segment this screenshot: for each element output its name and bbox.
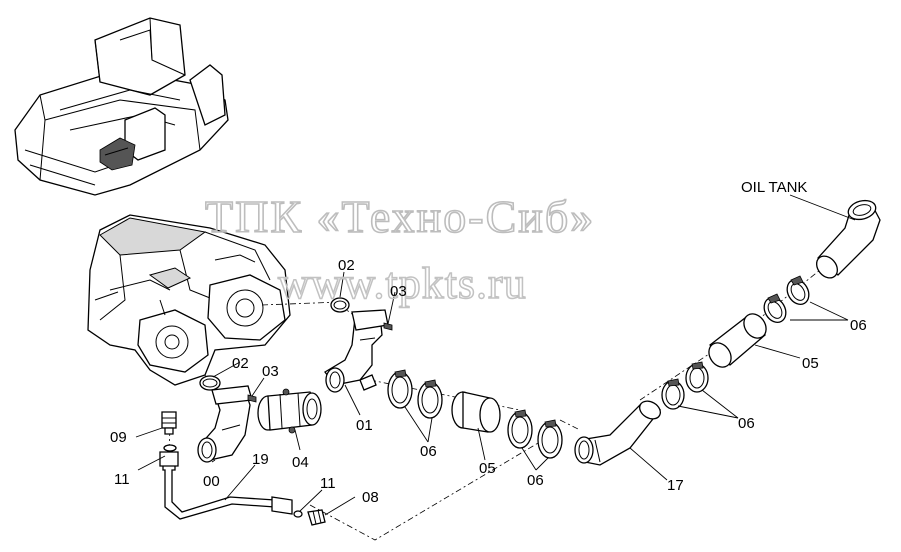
hose-05-a — [451, 391, 501, 433]
o-ring-02-top — [330, 297, 350, 313]
label-part-09: 09 — [110, 429, 127, 446]
label-part-11-right: 11 — [320, 475, 336, 492]
hose-clamps-06-c — [661, 361, 709, 410]
excavator-overview-icon — [14, 17, 229, 196]
bolt-03-left — [247, 394, 257, 403]
label-part-17: 17 — [667, 477, 684, 494]
hydraulic-pump-assembly — [87, 214, 291, 386]
label-part-08: 08 — [362, 489, 379, 506]
pipe-17 — [574, 400, 662, 466]
label-part-01: 01 — [356, 417, 373, 434]
watermark-url: www.tpkts.ru — [278, 259, 527, 308]
label-part-05-a: 05 — [479, 460, 496, 477]
hose-clamps-06-b — [507, 409, 563, 459]
hose-clamps-06-a — [387, 369, 443, 419]
hose-clamps-06-d — [763, 275, 810, 323]
fitting-08 — [307, 509, 326, 526]
label-part-19: 19 — [252, 451, 269, 468]
elbow-fitting-01 — [324, 309, 389, 393]
coupling-04 — [257, 388, 322, 434]
watermark-company: ТПК «Техно-Сиб» — [205, 191, 595, 242]
label-part-02-top: 02 — [338, 257, 355, 274]
fitting-09 — [161, 411, 177, 435]
bolt-03-top — [383, 322, 393, 331]
hose-05-b — [708, 313, 767, 368]
label-part-06-d: 06 — [850, 317, 867, 334]
o-ring-11-left — [163, 444, 177, 452]
o-ring-02-left — [199, 375, 221, 391]
elbow-fitting-00 — [197, 385, 253, 463]
label-oil-tank: OIL TANK — [741, 179, 807, 196]
label-part-02-left: 02 — [232, 355, 249, 372]
label-part-06-b: 06 — [527, 472, 544, 489]
label-part-03-top: 03 — [390, 283, 407, 300]
o-ring-11-right — [293, 510, 303, 518]
label-part-00: 00 — [203, 473, 220, 490]
label-part-05-b: 05 — [802, 355, 819, 372]
hose-19 — [159, 451, 293, 520]
oil-tank-outlet-pipe — [816, 199, 881, 279]
label-part-06-a: 06 — [420, 443, 437, 460]
label-part-03-left: 03 — [262, 363, 279, 380]
label-part-04: 04 — [292, 454, 309, 471]
label-part-06-c: 06 — [738, 415, 755, 432]
leader-lines — [135, 194, 856, 516]
label-part-11-left: 11 — [114, 471, 130, 488]
